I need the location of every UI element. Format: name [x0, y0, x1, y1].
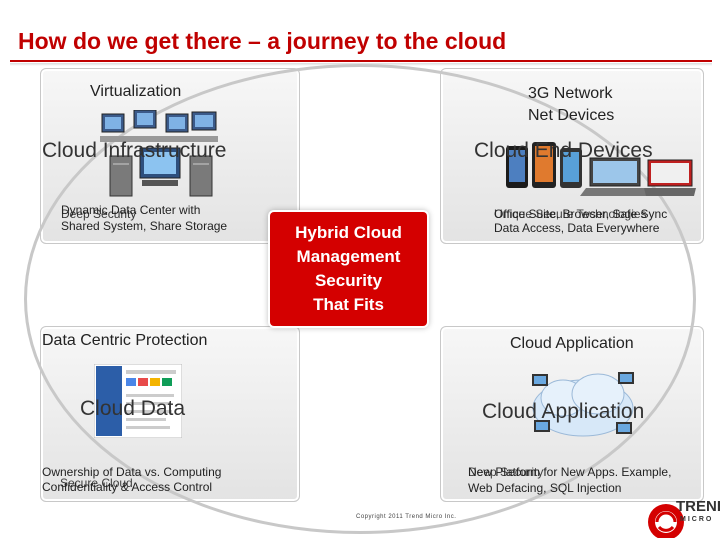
cloud-application-image: [532, 372, 634, 437]
data-access-text: Data Access, Data Everywhere: [494, 221, 660, 235]
deep-security-text: Deep Security: [61, 207, 137, 221]
title-underline-shadow: [10, 63, 712, 66]
end-devices-image: [506, 142, 696, 196]
hybrid-cloud-management-box: Hybrid Cloud Management Security That Fi…: [270, 212, 427, 326]
center-line-2: Management: [296, 247, 401, 266]
shared-system-text: Shared System, Share Storage: [61, 219, 228, 233]
title-underline: [10, 60, 712, 62]
dynamic-data-center-text: Dynamic Data Center with: [61, 203, 201, 217]
virtualization-heading: Virtualization: [90, 83, 182, 100]
ownership-of-data-text: Ownership of Data vs. Computing: [42, 465, 222, 479]
trend-micro-logo-icon: [648, 504, 684, 538]
cloud-infrastructure-label: Cloud Infrastructure: [42, 139, 227, 162]
center-line-4: That Fits: [313, 295, 384, 314]
center-line-1: Hybrid Cloud: [295, 223, 402, 242]
new-platform-text: New Platform for New Apps. Example,: [468, 465, 672, 479]
net-devices-heading: Net Devices: [528, 107, 615, 124]
cloud-data-label: Cloud Data: [80, 397, 186, 420]
web-defacing-text: Web Defacing, SQL Injection: [468, 481, 622, 495]
cloud-end-devices-label: Cloud End Devices: [474, 139, 653, 162]
logo-micro-text: MICRO: [680, 516, 714, 523]
slide-title: How do we get there – a journey to the c…: [18, 28, 507, 54]
3g-network-heading: 3G Network: [528, 85, 613, 102]
deep-security-app-text: Deep Security: [468, 465, 544, 479]
office-suite-text: Office Suite, Browser, Safe Sync: [494, 207, 668, 221]
unique-secure-technologies-text: Unique Secure Technologies: [494, 207, 647, 221]
data-centric-protection-heading: Data Centric Protection: [42, 332, 208, 349]
cloud-application-label: Cloud Application: [482, 400, 645, 423]
confidentiality-text: Confidentiality & Access Control: [42, 480, 213, 494]
servers-and-desktops-image: [100, 110, 218, 197]
center-line-3: Security: [314, 271, 383, 290]
copyright-text: Copyright 2011 Trend Micro Inc.: [356, 514, 457, 520]
secure-cloud-text: Secure Cloud: [60, 476, 133, 490]
logo-trend-text: TREND: [676, 498, 720, 515]
cloud-data-screenshot-image: [94, 364, 182, 438]
cloud-application-heading: Cloud Application: [510, 335, 634, 352]
